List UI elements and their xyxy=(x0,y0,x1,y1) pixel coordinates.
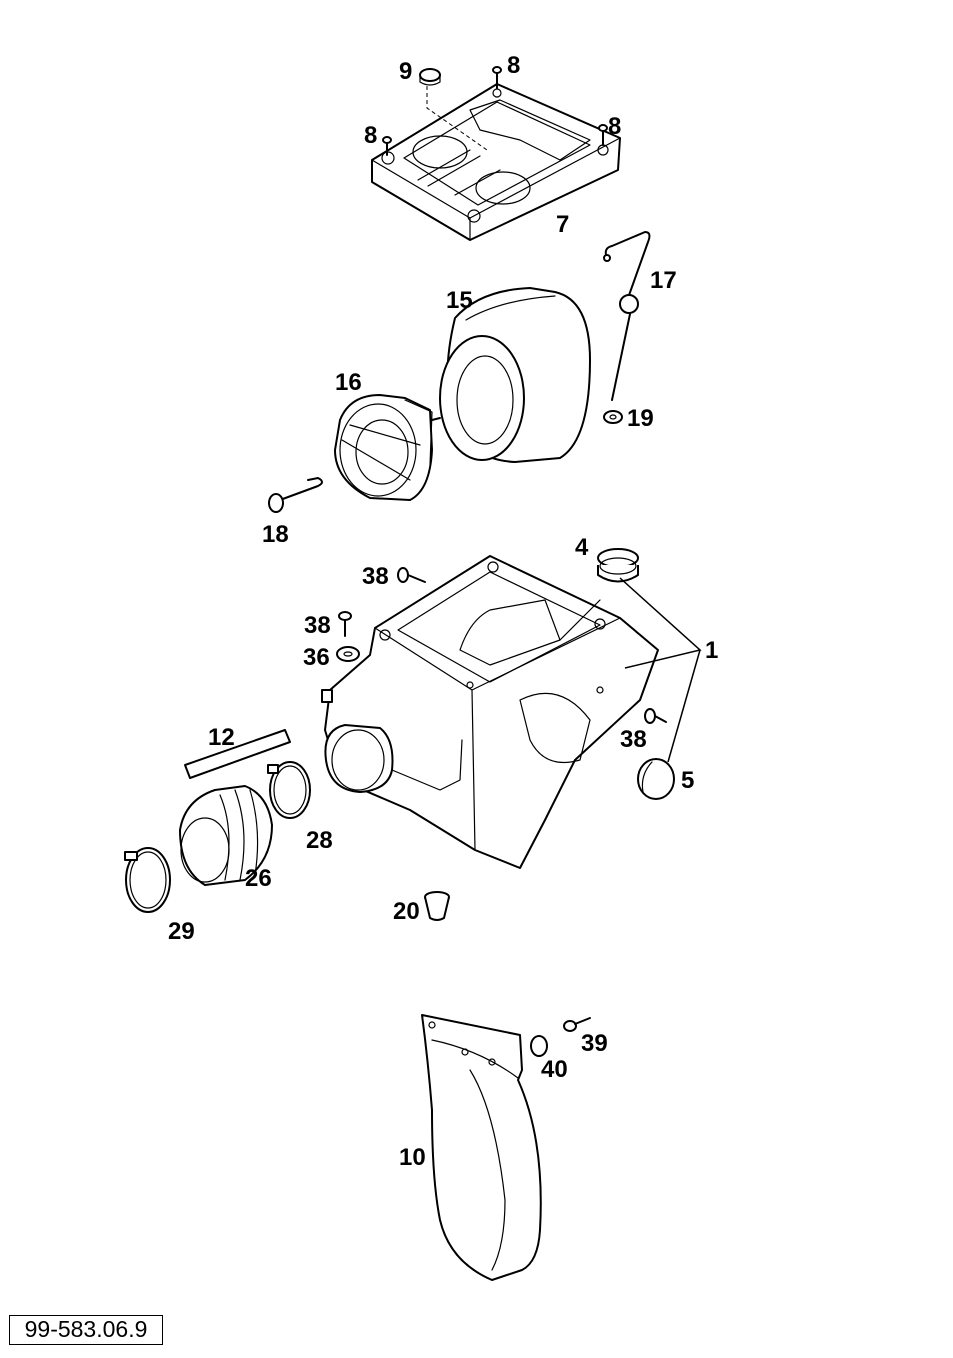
part-4-plug xyxy=(597,548,639,583)
part-9-cap xyxy=(419,68,488,151)
part-36-washer xyxy=(336,646,360,662)
callout-labels: 9 8 8 8 7 17 15 16 19 18 4 38 1 38 36 12… xyxy=(168,52,718,1171)
part-12-hose xyxy=(184,729,291,779)
callout-8: 8 xyxy=(364,122,377,149)
callout-7: 7 xyxy=(556,211,569,238)
part-8-screws xyxy=(382,66,608,156)
callout-16: 16 xyxy=(335,369,362,396)
part-26-intake-boot xyxy=(179,785,273,886)
callout-9: 9 xyxy=(399,58,412,85)
callout-8: 8 xyxy=(507,52,520,79)
callout-8: 8 xyxy=(608,113,621,140)
part-40-washer xyxy=(530,1035,548,1057)
part-15-air-filter xyxy=(439,287,591,463)
drawing-number: 99-583.06.9 xyxy=(9,1315,163,1345)
callout-4: 4 xyxy=(575,534,589,561)
callout-15: 15 xyxy=(446,287,473,314)
part-1-airbox xyxy=(321,555,659,869)
callout-39: 39 xyxy=(581,1030,608,1057)
part-7-lid-plate xyxy=(371,83,621,241)
leader-line-1 xyxy=(619,577,702,763)
callout-29: 29 xyxy=(168,918,195,945)
part-28-clamp xyxy=(267,761,311,819)
part-18-pin xyxy=(268,477,323,513)
part-10-guard xyxy=(421,1014,542,1281)
part-16-filter-cage xyxy=(334,394,441,501)
part-19-washer xyxy=(603,410,623,424)
callout-10: 10 xyxy=(399,1144,426,1171)
callout-38: 38 xyxy=(620,726,647,753)
callout-38: 38 xyxy=(362,563,389,590)
callout-19: 19 xyxy=(627,405,654,432)
callout-28: 28 xyxy=(306,827,333,854)
callout-36: 36 xyxy=(303,644,330,671)
callout-12: 12 xyxy=(208,724,235,751)
callout-40: 40 xyxy=(541,1056,568,1083)
callout-18: 18 xyxy=(262,521,289,548)
callout-20: 20 xyxy=(393,898,420,925)
callout-26: 26 xyxy=(245,865,272,892)
callout-1: 1 xyxy=(705,637,718,664)
part-38-bolts xyxy=(338,567,667,724)
callout-5: 5 xyxy=(681,767,694,794)
part-29-clamp xyxy=(124,847,171,913)
part-20-grommet xyxy=(424,891,450,921)
callout-17: 17 xyxy=(650,267,677,294)
part-17-wire-clip xyxy=(603,231,651,401)
part-39-bolt xyxy=(563,1017,591,1032)
callout-38: 38 xyxy=(304,612,331,639)
part-5-cover xyxy=(637,758,675,800)
